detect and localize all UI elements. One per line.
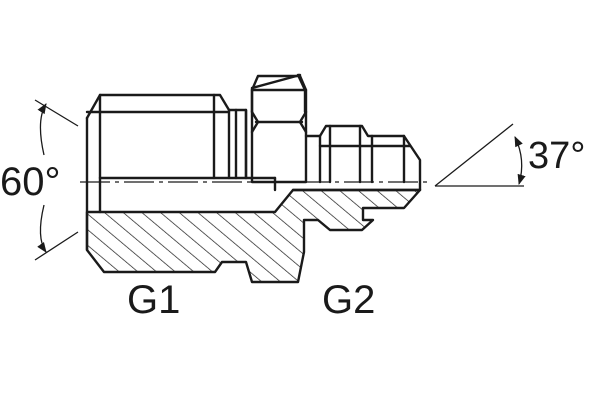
shoulder-outline [227,108,248,180]
dimension-extension-line-lower [34,231,79,261]
fitting-body [80,73,430,284]
angle-label-60: 60° [0,160,61,204]
g1-body-outline [85,93,231,180]
angle-label-37: 37° [528,135,585,177]
dimension-extension-line-upper [34,99,79,127]
g2-thread-outline [318,124,422,192]
dimension-arc-37 [514,136,526,185]
dimension-line-angled [434,123,514,187]
hex-nut-chamfer-a [250,110,260,134]
hex-nut-chamfer-b [298,110,308,134]
angle-dimension-37 [434,123,526,187]
angle-dimension-60 [34,99,79,261]
section-hatch [85,188,422,284]
dimension-arc-lower [37,204,47,253]
port-label-g1: G1 [127,278,180,322]
hex-nut-body [250,74,308,184]
port-label-g2: G2 [322,278,375,322]
g2-neck-outline [304,134,322,184]
dimension-arc-upper [37,103,47,156]
